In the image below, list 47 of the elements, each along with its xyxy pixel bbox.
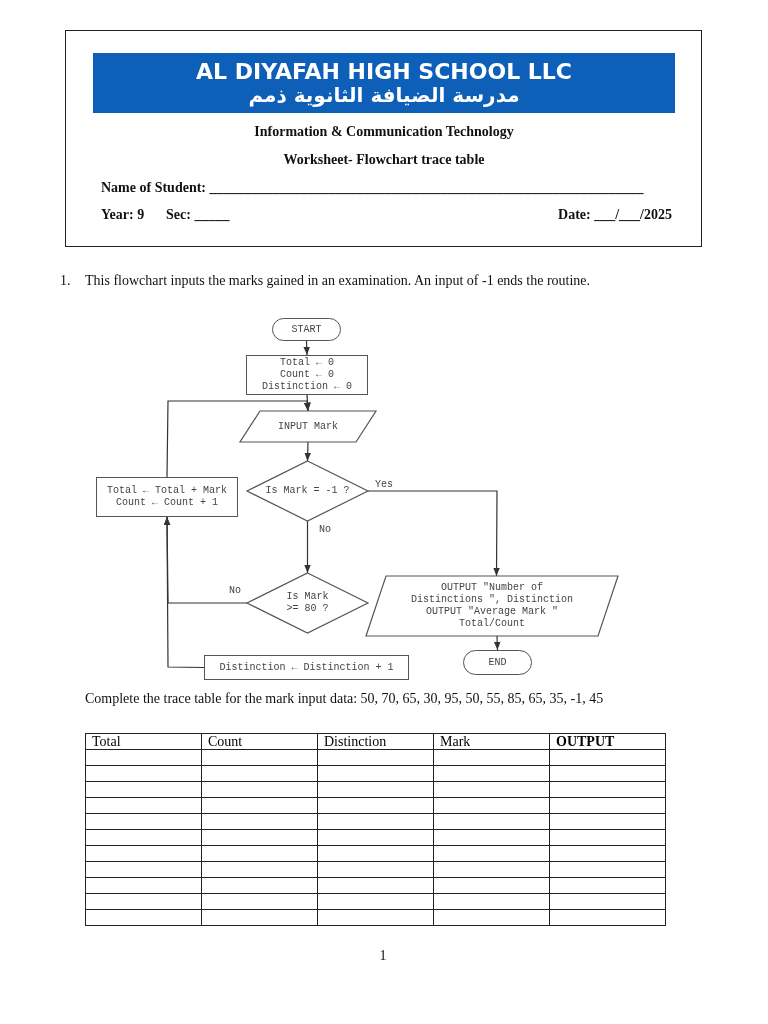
- node-text: Count ← Count + 1: [116, 497, 218, 509]
- node-text: Count ← 0: [280, 369, 334, 381]
- arrow: [493, 635, 501, 651]
- arrow: [367, 490, 500, 577]
- arrow: [304, 520, 311, 574]
- node-text: INPUT Mark: [278, 420, 338, 433]
- node-text: OUTPUT "Number of Distinctions ", Distinction: [410, 582, 574, 606]
- subject-heading: Information & Communication Technology: [254, 124, 514, 141]
- column-header: Total: [85, 733, 202, 750]
- edge-label: Yes: [374, 479, 394, 490]
- decision-diamond: [247, 573, 368, 633]
- question-text: This flowchart inputs the marks gained in an examination. An input of -1 ends the routine.: [85, 273, 591, 290]
- node-text: Distinction ← 0: [262, 381, 352, 393]
- input-output-parallelogram: [240, 411, 376, 442]
- node-text: Total ← Total + Mark: [107, 485, 227, 497]
- worksheet-title: Worksheet- Flowchart trace table: [283, 152, 485, 169]
- node-text: START: [291, 323, 322, 336]
- column-header: Distinction: [317, 733, 434, 750]
- section-line: Sec: _____: [166, 207, 230, 224]
- edge-label: No: [318, 524, 332, 535]
- column-header: OUTPUT: [549, 733, 666, 750]
- input-output-parallelogram: [366, 576, 618, 636]
- instruction-text: Complete the trace table for the mark input data: 50, 70, 65, 30, 95, 50, 55, 85, 65, 35, -1, 45: [85, 691, 604, 708]
- node-text: Distinction ← Distinction + 1: [219, 661, 394, 674]
- arrow: [303, 340, 311, 356]
- arrow: [304, 441, 312, 462]
- node-text: END: [488, 656, 507, 669]
- school-name-arabic: مدرسة الضيافة الثانوية ذمم: [248, 84, 520, 107]
- arrow: [163, 516, 205, 669]
- date-line: Date: ___/___/2025: [558, 207, 672, 224]
- question-number: 1.: [60, 273, 71, 290]
- page-number: 1: [379, 948, 387, 965]
- arrow: [166, 400, 311, 478]
- process-box: [246, 355, 368, 395]
- node-text: Is Mark = -1 ?: [265, 485, 350, 497]
- column-header: Count: [201, 733, 318, 750]
- edge-label: No: [228, 585, 242, 596]
- column-header: Mark: [433, 733, 550, 750]
- school-name: AL DIYAFAH HIGH SCHOOL LLC: [196, 59, 572, 85]
- node-text: OUTPUT "Average Mark " Total/Count: [425, 606, 559, 630]
- decision-diamond: [247, 461, 368, 521]
- student-name-line: Name of Student: ______________________________________________________________: [101, 180, 644, 197]
- process-box: [204, 655, 409, 680]
- process-box: [96, 477, 238, 517]
- year-label: Year: 9: [101, 207, 145, 224]
- node-text: Is Mark >= 80 ?: [285, 591, 330, 615]
- node-text: Total ← 0: [280, 357, 334, 369]
